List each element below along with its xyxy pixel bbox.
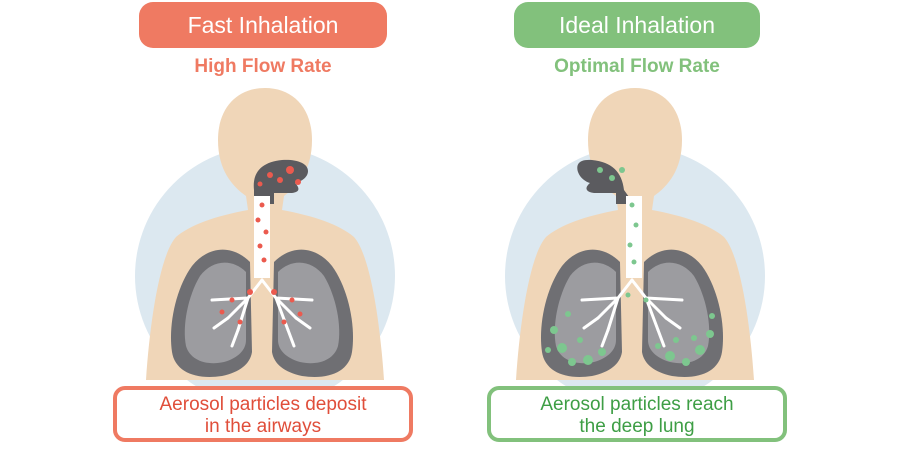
caption-box: Aerosol particles deposit in the airways <box>113 386 413 442</box>
subtitle: Optimal Flow Rate <box>554 56 720 77</box>
ideal-inhalation-illustration <box>505 88 765 406</box>
title-pill: Ideal Inhalation <box>514 2 760 48</box>
subtitle: High Flow Rate <box>194 56 332 77</box>
aerosol-particles <box>545 167 715 366</box>
fast-inhalation-panel: Fast Inhalation High Flow Rate Aerosol p… <box>113 2 413 442</box>
mouth-cavity <box>577 159 634 204</box>
caption-line-2: the deep lung <box>579 416 695 437</box>
trachea <box>254 196 270 278</box>
caption-box: Aerosol particles reach the deep lung <box>487 386 787 442</box>
caption-line-1: Aerosol particles deposit <box>159 394 367 415</box>
caption-line-2: in the airways <box>204 416 322 437</box>
caption-line-1: Aerosol particles reach <box>540 394 734 415</box>
title-pill: Fast Inhalation <box>139 2 387 48</box>
trachea <box>626 196 642 278</box>
aerosol-particles <box>219 166 303 325</box>
left-lung-inner <box>184 262 246 364</box>
ideal-inhalation-panel: Ideal Inhalation Optimal Flow Rate Aeros… <box>450 0 900 450</box>
fast-inhalation-illustration <box>135 88 395 406</box>
bronchial-tree <box>210 278 314 348</box>
left-lung-inner <box>554 262 616 364</box>
bronchial-tree <box>580 278 684 348</box>
right-lung-inner <box>278 262 340 364</box>
